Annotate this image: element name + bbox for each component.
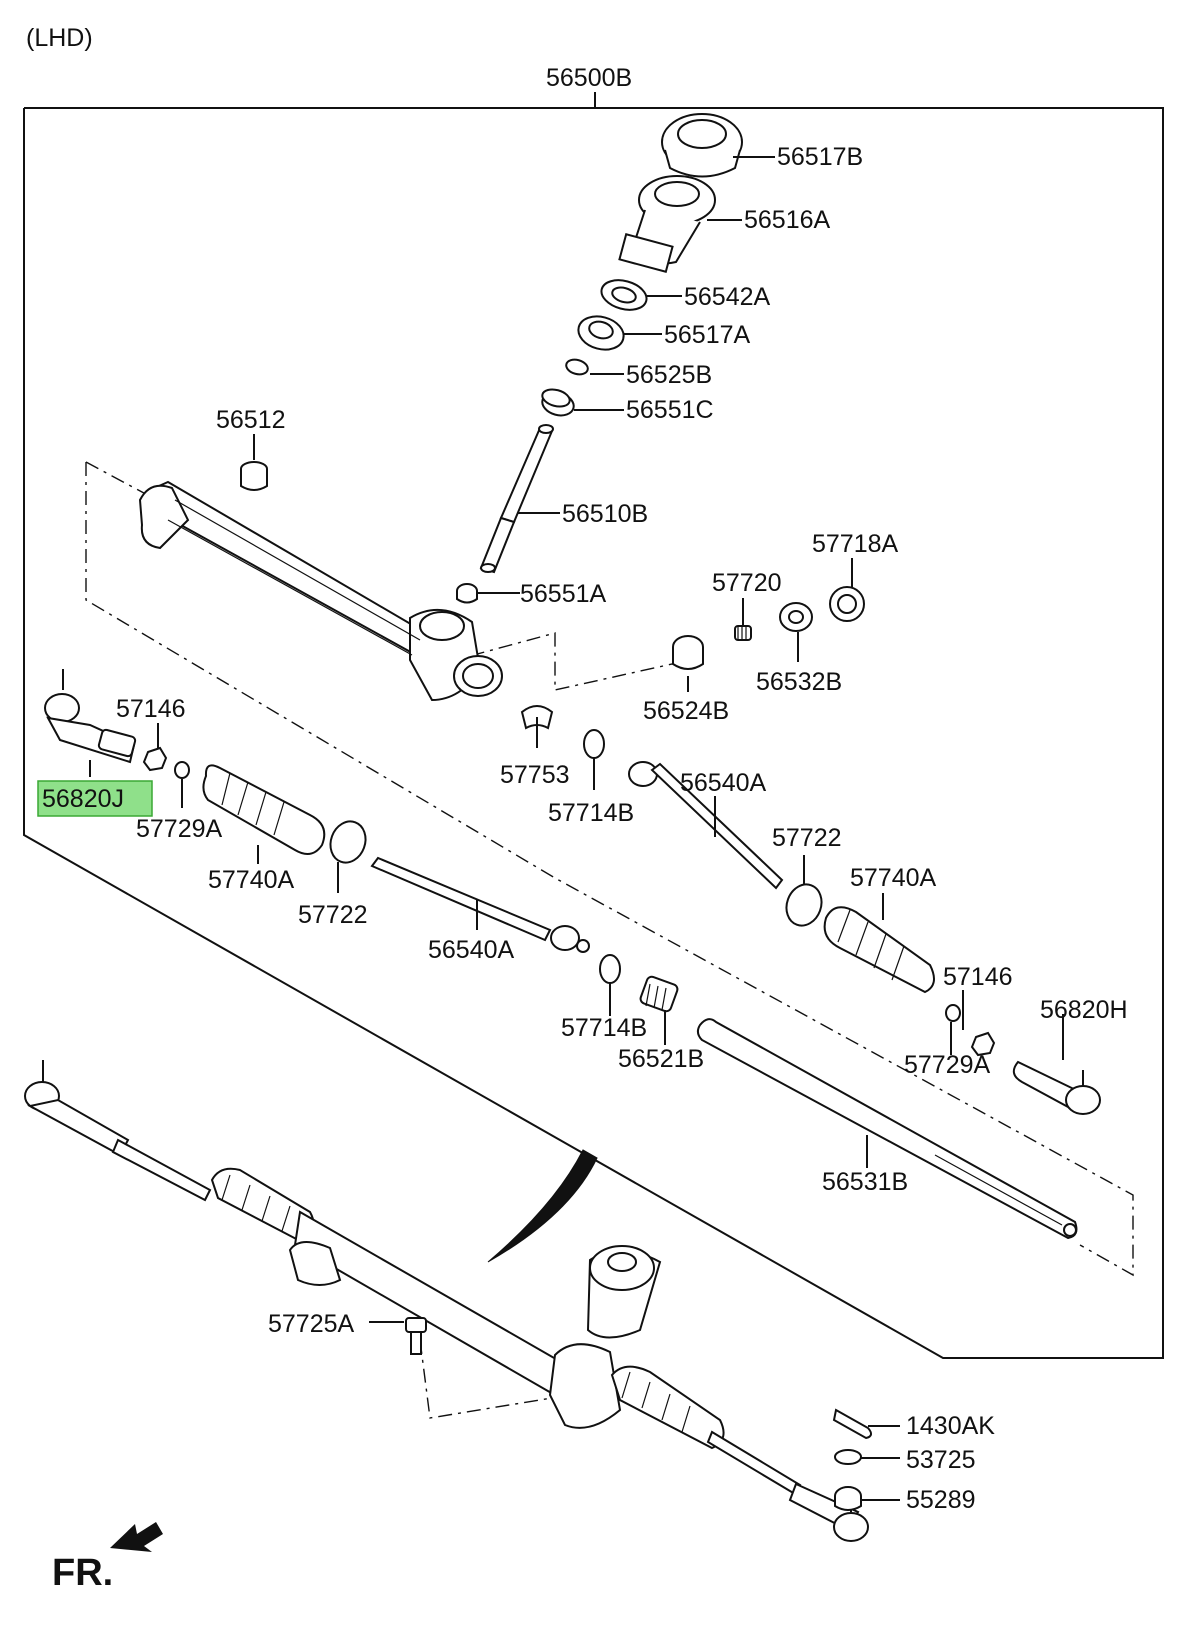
part-label[interactable]: 56540A bbox=[428, 936, 515, 964]
variant-label: (LHD) bbox=[26, 24, 93, 52]
rack-group-boundary-top bbox=[85, 461, 691, 691]
highlight-box bbox=[37, 780, 153, 817]
leader-lines bbox=[89, 156, 1064, 1501]
part-label[interactable]: 57725A bbox=[268, 1310, 355, 1338]
assembled-gear-box-part[interactable] bbox=[24, 1060, 869, 1542]
lock-nut-part[interactable] bbox=[779, 602, 813, 632]
pinion-bush-part[interactable] bbox=[456, 583, 478, 604]
part-label[interactable]: 56551C bbox=[626, 396, 714, 424]
part-label[interactable]: 53725 bbox=[906, 1446, 976, 1474]
pinion-housing-cover-part[interactable] bbox=[618, 175, 716, 273]
part-label[interactable]: 57729A bbox=[136, 815, 223, 843]
part-labels: 56517B 56516A 56542A 56517A 56525B 56551… bbox=[42, 143, 1128, 1514]
snap-ring-part[interactable] bbox=[565, 357, 590, 376]
rack-group-boundary bbox=[85, 462, 1134, 1277]
part-label[interactable]: 57146 bbox=[943, 963, 1013, 991]
boot-clip-left-part[interactable] bbox=[174, 761, 190, 779]
part-label[interactable]: 56551A bbox=[520, 580, 607, 608]
part-label[interactable]: 57146 bbox=[116, 695, 186, 723]
dust-cover-part[interactable] bbox=[661, 113, 743, 178]
assembly-frame bbox=[23, 107, 1164, 1359]
lock-nut-left-part[interactable] bbox=[142, 746, 168, 772]
part-label[interactable]: 56525B bbox=[626, 361, 712, 389]
tie-rod-end-right-part[interactable] bbox=[1012, 1060, 1101, 1115]
explode-arrow bbox=[487, 1149, 598, 1263]
gear-box-housing-part[interactable] bbox=[138, 480, 503, 702]
stopper-ring-upper-part[interactable] bbox=[583, 729, 605, 759]
rack-bushing-part[interactable] bbox=[639, 975, 679, 1013]
lock-nut-right-part[interactable] bbox=[970, 1031, 996, 1057]
part-label[interactable]: 56521B bbox=[618, 1045, 704, 1073]
bushing-part[interactable] bbox=[540, 387, 577, 419]
castle-nut-part[interactable] bbox=[834, 1486, 862, 1511]
tie-rod-end-left-part[interactable] bbox=[44, 669, 137, 764]
part-label[interactable]: 56512 bbox=[216, 406, 286, 434]
part-label[interactable]: 56540A bbox=[680, 769, 767, 797]
bearing-part[interactable] bbox=[575, 312, 628, 355]
yoke-plug-part[interactable] bbox=[829, 586, 865, 622]
pinion-shaft-part[interactable] bbox=[479, 424, 554, 574]
part-label[interactable]: 57740A bbox=[208, 866, 295, 894]
part-label[interactable]: 57714B bbox=[561, 1014, 647, 1042]
part-label[interactable]: 57753 bbox=[500, 761, 570, 789]
front-direction-label: FR. bbox=[52, 1552, 113, 1594]
bellows-boot-left-part[interactable] bbox=[202, 764, 326, 855]
part-label[interactable]: 57714B bbox=[548, 799, 634, 827]
boot-clamp-right-part[interactable] bbox=[781, 879, 827, 930]
stopper-ring-lower-part[interactable] bbox=[599, 954, 621, 984]
yoke-spring-part[interactable] bbox=[734, 625, 752, 641]
part-label[interactable]: 57740A bbox=[850, 864, 937, 892]
washer-part[interactable] bbox=[834, 1449, 862, 1465]
mounting-bolt-part[interactable] bbox=[405, 1317, 427, 1355]
oil-seal-part[interactable] bbox=[598, 276, 650, 315]
bellows-boot-right-part[interactable] bbox=[823, 906, 935, 994]
split-pin-part[interactable] bbox=[832, 1408, 872, 1440]
part-label[interactable]: 56516A bbox=[744, 206, 831, 234]
assembly-label: 56500B bbox=[546, 64, 632, 92]
boot-clamp-left-part[interactable] bbox=[325, 816, 371, 867]
part-label[interactable]: 56524B bbox=[643, 697, 729, 725]
rack-bar-part[interactable] bbox=[696, 1018, 1078, 1240]
part-label[interactable]: 1430AK bbox=[906, 1412, 995, 1440]
part-label[interactable]: 55289 bbox=[906, 1486, 976, 1514]
part-label[interactable]: 57722 bbox=[298, 901, 368, 929]
inner-tie-rod-right-part[interactable] bbox=[628, 761, 784, 890]
part-label[interactable]: 57729A bbox=[904, 1051, 991, 1079]
part-label[interactable]: 56510B bbox=[562, 500, 648, 528]
part-label[interactable]: 56531B bbox=[822, 1168, 908, 1196]
part-label[interactable]: 57718A bbox=[812, 530, 899, 558]
front-direction-arrow bbox=[110, 1522, 163, 1552]
part-label[interactable]: 56517A bbox=[664, 321, 751, 349]
mount-boundary bbox=[419, 1339, 571, 1419]
part-label[interactable]: 57722 bbox=[772, 824, 842, 852]
part-label[interactable]: 56820H bbox=[1040, 996, 1128, 1024]
part-label[interactable]: 56517B bbox=[777, 143, 863, 171]
part-label-selected[interactable]: 56820J bbox=[42, 785, 124, 813]
part-label[interactable]: 56532B bbox=[756, 668, 842, 696]
support-yoke-part[interactable] bbox=[672, 635, 704, 670]
inner-tie-rod-left-part[interactable] bbox=[370, 856, 590, 953]
rack-bush-part[interactable] bbox=[240, 461, 268, 491]
part-label[interactable]: 56542A bbox=[684, 283, 771, 311]
part-label[interactable]: 57720 bbox=[712, 569, 782, 597]
boot-clip-right-part[interactable] bbox=[945, 1004, 961, 1022]
